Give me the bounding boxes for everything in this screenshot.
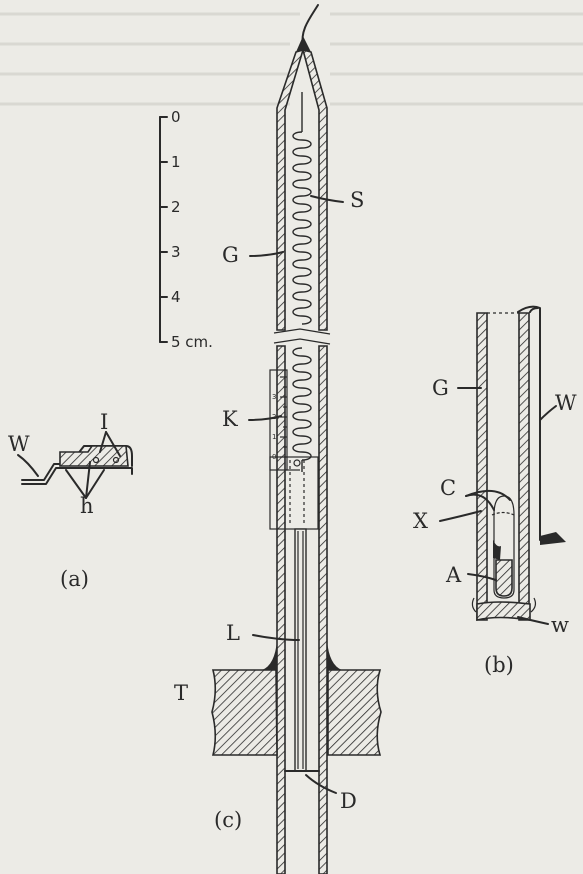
spring-S bbox=[292, 92, 312, 472]
scale-tick-label: 2 bbox=[171, 198, 181, 216]
leader-lines-b bbox=[439, 387, 557, 625]
detail-b bbox=[471, 305, 566, 622]
label-G-c: G bbox=[222, 243, 239, 267]
leader-lines-c bbox=[248, 195, 344, 794]
k-scale-number: 1 bbox=[272, 433, 276, 441]
label-I: I bbox=[100, 410, 108, 434]
caption-c: (c) bbox=[214, 808, 242, 832]
label-L: L bbox=[226, 621, 240, 645]
background-show-through bbox=[0, 12, 583, 106]
labels: S G K L T D W I h G W C X A w (a) (b) (c… bbox=[8, 188, 577, 832]
label-D: D bbox=[340, 789, 357, 813]
label-T: T bbox=[174, 681, 188, 705]
label-C: C bbox=[440, 476, 456, 500]
scale-tick-label: 1 bbox=[171, 153, 181, 171]
caption-b: (b) bbox=[484, 653, 514, 677]
label-A: A bbox=[445, 563, 462, 587]
scale-tick-label: 4 bbox=[171, 288, 181, 306]
apparatus-c: 0 1 2 3 bbox=[211, 4, 382, 874]
caption-a: (a) bbox=[60, 567, 89, 591]
label-G-b: G bbox=[432, 376, 449, 400]
scale-tick-label: 3 bbox=[171, 243, 181, 261]
scale-tick-label: 5 cm. bbox=[171, 333, 213, 351]
label-W-b: W bbox=[555, 391, 577, 415]
detail-a bbox=[17, 431, 133, 499]
label-S: S bbox=[350, 188, 364, 212]
scale-tick-label: 0 bbox=[171, 108, 181, 126]
label-h: h bbox=[80, 494, 94, 518]
label-W-a: W bbox=[8, 432, 30, 456]
k-scale-number: 3 bbox=[272, 393, 276, 401]
scale-bar: 0 1 2 3 4 5 cm. bbox=[159, 108, 213, 351]
label-w: w bbox=[551, 613, 569, 637]
label-K: K bbox=[222, 407, 238, 431]
label-X: X bbox=[413, 509, 428, 533]
